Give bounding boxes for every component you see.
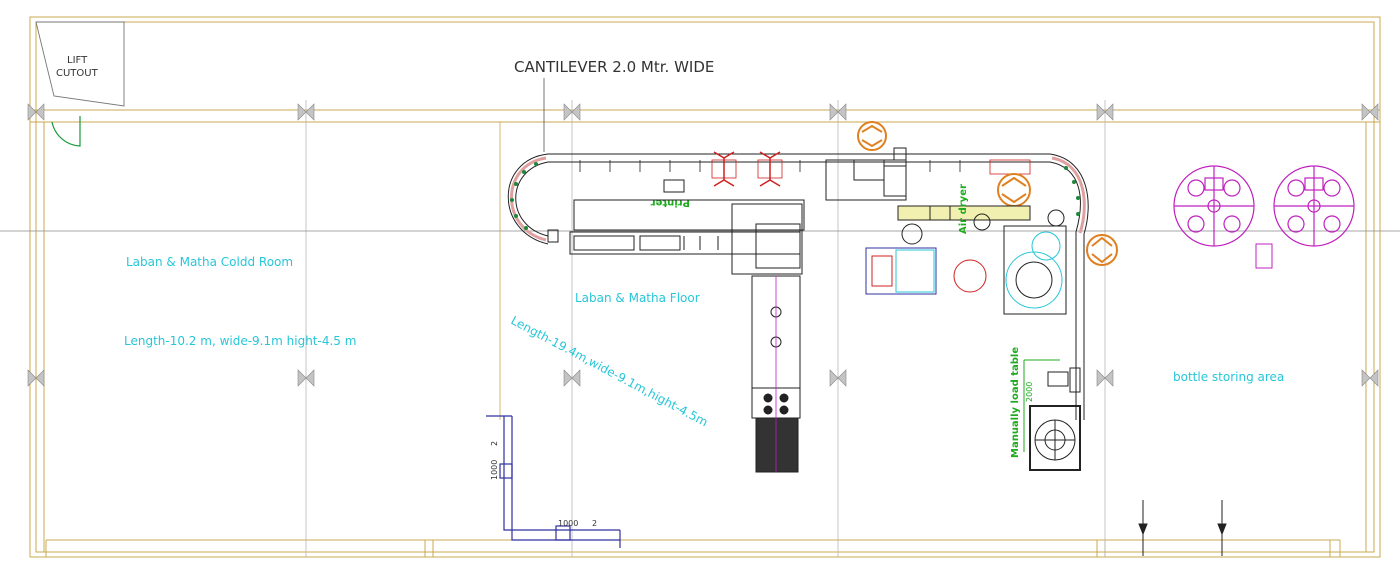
top-machine-block: [663, 147, 907, 201]
lift-cutout-label-line2: CUTOUT: [56, 68, 99, 79]
stair-dim-1000-horizontal: 1000: [558, 519, 578, 528]
lift-cutout-label-line1: LIFT: [67, 55, 88, 66]
column-markers: [27, 103, 1379, 387]
manual-load-table: [1023, 359, 1060, 452]
magenta-tank-2: [1273, 165, 1355, 247]
stair-dim-1000-vertical: 1000: [490, 460, 499, 480]
stair-dim-2-vertical: 2: [490, 441, 499, 446]
dryer-label: Air dryer: [958, 184, 969, 234]
manual-load-table-dim: 2000: [1025, 382, 1034, 402]
unscrambler-base: [1029, 367, 1081, 471]
column-grid: [0, 100, 1400, 557]
outer-walls: [29, 16, 1381, 558]
door-swing: [51, 116, 81, 147]
printer-label: Printer: [651, 197, 690, 208]
floor-title: Laban & Matha Floor: [575, 291, 700, 305]
conveyor-curve-highlight: [510, 156, 1086, 242]
filling-line: [547, 199, 805, 275]
cantilever-label: CANTILEVER 2.0 Mtr. WIDE: [514, 58, 714, 76]
bottom-right-arrows: [1138, 500, 1227, 556]
floor-dimensions: Length-19.4m,wide-9.1m,hight-4.5m: [509, 313, 711, 429]
conveyor-rollers: [510, 162, 1080, 230]
orange-robots: [857, 121, 1118, 266]
vertical-packaging-machine: [751, 275, 801, 473]
red-clamps: [711, 151, 1031, 187]
blue-stair-detail: [486, 415, 621, 548]
bottle-storing-area-label: bottle storing area: [1173, 370, 1284, 384]
cold-room-dimensions: Length-10.2 m, wide-9.1m hight-4.5 m: [124, 334, 356, 348]
conveyor-ticks: [579, 160, 961, 172]
magenta-tank-1: [1173, 165, 1255, 247]
conveyor-line: [507, 153, 1089, 420]
magenta-small-unit: [1255, 243, 1273, 269]
air-dryer-rail: [897, 205, 1031, 231]
manual-load-table-label: Manually load table: [1010, 347, 1021, 458]
cold-room-title: Laban & Matha Coldd Room: [126, 255, 293, 269]
lift-cutout: LIFT CUTOUT: [35, 21, 125, 107]
stair-dim-2-horizontal: 2: [592, 519, 597, 528]
cart-unit: [865, 223, 987, 295]
rotary-machine: [1003, 209, 1067, 315]
